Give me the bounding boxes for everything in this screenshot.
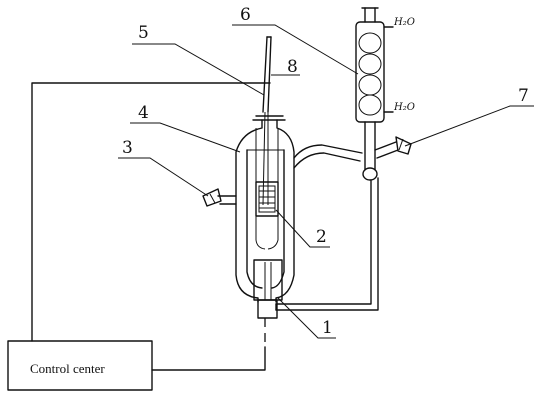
side-inlet-valve <box>202 188 237 207</box>
reflux-condenser: H₂O H₂O <box>355 7 415 181</box>
vapor-return-line <box>275 144 379 311</box>
water-out-label: H₂O <box>393 102 415 113</box>
label-part-5: 5 <box>138 23 149 43</box>
leader-lines <box>118 24 534 339</box>
control-center-box <box>7 340 153 391</box>
control-wiring <box>31 82 271 371</box>
label-part-6: 6 <box>240 5 251 25</box>
part-numbers: 5 8 6 4 3 2 1 7 <box>122 5 529 338</box>
bottom-outlet <box>253 259 283 319</box>
reaction-vessel <box>235 115 295 303</box>
thermometer-probe <box>262 36 272 206</box>
label-part-7: 7 <box>518 86 529 106</box>
label-part-3: 3 <box>122 138 133 158</box>
water-in-label: H₂O <box>393 17 415 28</box>
label-part-4: 4 <box>138 103 149 123</box>
control-center-label: Control center <box>30 361 105 376</box>
control-center: Control center <box>7 340 153 391</box>
control-wire-lower <box>151 346 266 371</box>
right-valve <box>374 136 412 159</box>
label-part-1: 1 <box>322 318 333 338</box>
control-wire-upper <box>31 82 271 342</box>
label-part-8: 8 <box>287 57 298 77</box>
sample-holder <box>255 181 279 217</box>
label-part-2: 2 <box>316 227 327 247</box>
